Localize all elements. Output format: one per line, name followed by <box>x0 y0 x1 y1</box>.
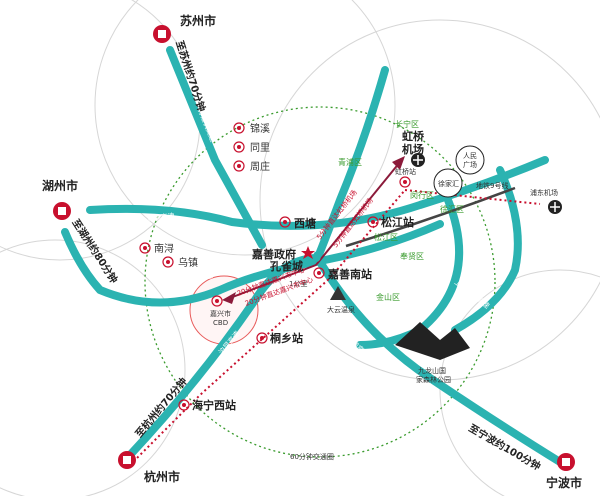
city-ningbo: 宁波市 <box>546 475 582 490</box>
people-square-circle <box>455 145 485 175</box>
zhouzhuang-marker <box>233 160 245 172</box>
direct-route-arrows <box>229 161 401 299</box>
jiulong-label-1: 九龙山国 <box>418 366 446 375</box>
yunquan-mountain-icon <box>330 286 346 300</box>
town-wuzhen: 乌镇 <box>178 256 198 269</box>
people-square-1: 人民 <box>463 152 477 160</box>
plane-glyph-pudong <box>550 202 560 212</box>
town-xitang: 西塘 <box>294 216 316 230</box>
town-zhouzhuang: 周庄 <box>250 160 270 173</box>
district-qingpu: 青浦区 <box>338 157 362 167</box>
hongqiao-line1: 虹桥 <box>402 129 425 143</box>
kong-pin-icon <box>313 251 321 262</box>
kong-distance: 1公里 <box>289 280 307 288</box>
highway-network <box>61 46 564 466</box>
city-huzhou: 湖州市 <box>42 178 78 193</box>
songjiang-marker <box>367 216 379 228</box>
rail-dotted-lines <box>129 189 541 466</box>
kong-que-cheng: 孔雀城 <box>270 259 303 273</box>
yunquan-label: 大云温泉 <box>327 305 355 314</box>
district-fengxian: 奉贤区 <box>400 251 424 261</box>
label-shanghai-ring: 上海绕城高速 <box>453 277 492 310</box>
town-markers <box>139 122 411 411</box>
hongqiao-line2: 机场 <box>402 142 424 156</box>
xujiahui-label: 徐家汇 <box>438 179 459 188</box>
city-icons <box>53 25 575 471</box>
cbd-label-1: 嘉兴市 <box>210 309 231 318</box>
city-suzhou: 苏州市 <box>180 13 216 28</box>
town-jiashan-gov: 嘉善政府 <box>251 247 296 261</box>
town-jiashan-south: 嘉善南站 <box>327 267 372 281</box>
hangzhou-icon <box>118 451 136 469</box>
district-xuhui: 徐汇区 <box>440 204 464 214</box>
town-songjiang: 松江站 <box>381 215 414 229</box>
route-to-hongqiao: 5分钟直达虹桥机场 <box>314 188 358 241</box>
district-changning: 长宁区 <box>395 119 419 129</box>
hongqiao-station-label: 虹桥站 <box>395 167 416 176</box>
town-tongxiang: 桐乡站 <box>270 331 303 345</box>
cbd-label-2: CBD <box>213 319 228 327</box>
haining-marker <box>178 399 190 411</box>
jiashan-gov-star <box>301 246 315 259</box>
nanxun-marker <box>139 242 151 254</box>
xitang-marker <box>279 216 291 228</box>
jiaxing-cbd-marker <box>211 295 223 307</box>
metro-9-label: 地铁9号线 <box>476 181 508 190</box>
tongli-marker <box>233 141 245 153</box>
town-tongli: 同里 <box>250 142 270 154</box>
hongqiao-station-marker <box>399 176 411 188</box>
people-square-2: 广场 <box>463 160 477 169</box>
district-songjiang: 松江区 <box>374 232 398 242</box>
wuzhen-marker <box>162 256 174 268</box>
pudong-label: 浦东机场 <box>530 188 558 197</box>
district-minhang: 闵行区 <box>410 190 434 200</box>
ningbo-icon <box>557 453 575 471</box>
town-haining: 海宁西站 <box>192 398 236 412</box>
label-huyu: 沪渝高速 <box>146 211 175 223</box>
town-jinxi: 锦溪 <box>250 122 270 135</box>
tongxiang-marker <box>256 332 268 344</box>
district-jinshan: 金山区 <box>376 292 400 302</box>
jiulong-label-2: 家森林公园 <box>416 375 451 384</box>
ring-caption: 60分钟交通圈 <box>290 452 334 461</box>
xujiahui-circle <box>433 168 463 198</box>
huzhou-icon <box>53 202 71 220</box>
suzhou-icon <box>153 25 171 43</box>
metro-9-line <box>345 186 516 248</box>
sixty-minute-ring <box>144 106 496 458</box>
arrow-head-cbd <box>222 292 236 304</box>
city-hangzhou: 杭州市 <box>144 469 180 484</box>
arrow-head-hongqiao <box>392 156 405 170</box>
time-to-hangzhou: 至杭州约70分钟 <box>132 375 189 440</box>
jiashan-south-marker <box>313 267 325 279</box>
jiulong-mountain-icon <box>395 322 470 360</box>
plane-glyph-hongqiao <box>413 155 423 165</box>
jinxi-marker <box>233 122 245 134</box>
town-nanxun: 南浔 <box>154 242 174 255</box>
